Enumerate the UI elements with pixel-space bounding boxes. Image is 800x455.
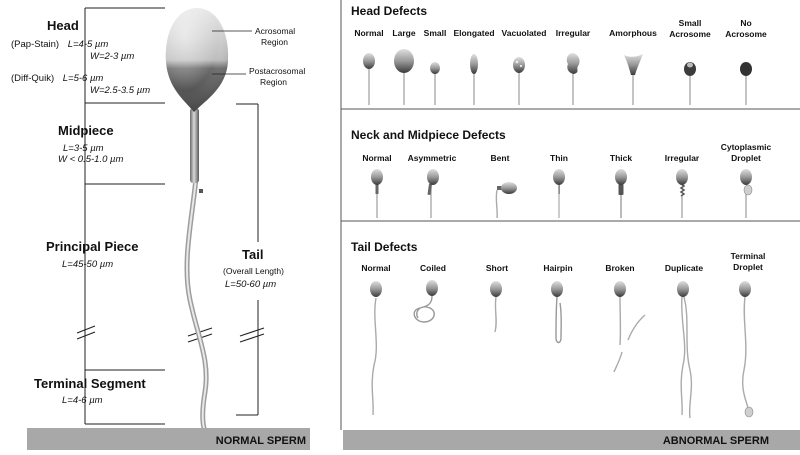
head-large-sperm xyxy=(394,49,414,105)
neck-label-1-0: Asymmetric xyxy=(408,153,457,163)
abnormal-sperm-banner xyxy=(343,430,800,450)
head-label-3-0: Elongated xyxy=(453,28,494,38)
head-small-acrosome-sperm xyxy=(684,62,696,105)
neck-midpiece-defects-title: Neck and Midpiece Defects xyxy=(351,128,506,142)
diff-quik-line: (Diff-Quik) L=5-6 µm xyxy=(11,73,103,84)
normal-sperm-panel: Head (Pap-Stain) L=4-5 µm W=2-3 µm (Diff… xyxy=(11,7,310,450)
postacrosomal-region-label: Postacrosomal xyxy=(249,66,305,76)
head-small-sperm xyxy=(430,62,440,105)
tail-broken-sperm xyxy=(613,281,646,373)
tail-normal-sperm xyxy=(370,281,382,416)
tail-label-4-0: Broken xyxy=(605,263,634,273)
head-label-8-1: Acrosome xyxy=(725,29,767,39)
neck-defect-labels: Normal Asymmetric Bent Thin Thick Irregular Cy… xyxy=(362,142,771,163)
postacrosomal-region-label-2: Region xyxy=(260,77,287,87)
tail-label-0-0: Normal xyxy=(361,263,390,273)
tail-label-6-0: Terminal xyxy=(731,251,766,261)
neck-label-2-0: Bent xyxy=(491,153,510,163)
neck-label-5-0: Irregular xyxy=(665,153,700,163)
tail-label-1-0: Coiled xyxy=(420,263,446,273)
head-amorphous-sperm xyxy=(624,54,643,105)
neck-label-6-0: Cytoplasmic xyxy=(721,142,772,152)
neck-thick-sperm xyxy=(615,169,627,218)
tail-label-2-0: Short xyxy=(486,263,508,273)
tail-label-3-0: Hairpin xyxy=(543,263,572,273)
midpiece-title: Midpiece xyxy=(58,123,114,138)
normal-sperm-banner-text: NORMAL SPERM xyxy=(216,435,306,447)
principal-piece-length: L=45-50 µm xyxy=(62,259,113,270)
normal-sperm-illustration xyxy=(165,8,229,431)
tail-short-sperm xyxy=(490,281,502,333)
normal-sperm-banner xyxy=(27,428,310,450)
diff-width: W=2.5-3.5 µm xyxy=(90,85,150,96)
midpiece-length: L=3-5 µm xyxy=(63,143,104,154)
neck-normal-sperm xyxy=(371,169,383,218)
head-title: Head xyxy=(47,18,79,33)
neck-bent-sperm xyxy=(495,182,517,219)
neck-cytoplasmic-droplet-sperm xyxy=(740,169,753,218)
neck-label-6-1: Droplet xyxy=(731,153,761,163)
principal-piece-title: Principal Piece xyxy=(46,239,139,254)
neck-irregular-sperm xyxy=(676,169,688,218)
tail-length: L=50-60 µm xyxy=(225,279,276,290)
tail-terminal-droplet-sperm xyxy=(739,281,754,418)
tail-defect-illustrations xyxy=(370,280,754,419)
pap-stain-line: (Pap-Stain) L=4-5 µm xyxy=(11,39,108,50)
head-defects-title: Head Defects xyxy=(351,4,427,18)
tail-coiled-sperm xyxy=(413,280,438,323)
pap-stain-label: (Pap-Stain) xyxy=(11,39,59,50)
tail-defects-title: Tail Defects xyxy=(351,240,418,254)
neck-defect-illustrations xyxy=(371,169,753,219)
region-pointer-lines xyxy=(212,30,252,75)
head-label-7-0: Small xyxy=(679,18,702,28)
head-elongated-sperm xyxy=(470,54,478,105)
tail-title: Tail xyxy=(242,247,263,262)
head-label-5-0: Irregular xyxy=(556,28,591,38)
abnormal-sperm-panel: Head Defects Neck and Midpiece Defects T… xyxy=(340,0,800,450)
tail-duplicate-sperm xyxy=(677,281,693,419)
midpiece-width: W < 0.5-1.0 µm xyxy=(58,154,123,165)
acrosomal-region-label-2: Region xyxy=(261,37,288,47)
diff-length: L=5-6 µm xyxy=(63,73,104,84)
tail-subtitle: (Overall Length) xyxy=(223,266,284,276)
head-vacuolated-sperm xyxy=(513,57,525,105)
head-label-7-1: Acrosome xyxy=(669,29,711,39)
head-label-0-0: Normal xyxy=(354,28,383,38)
tail-label-5-0: Duplicate xyxy=(665,263,704,273)
diff-quik-label: (Diff-Quik) xyxy=(11,73,54,84)
head-label-1-0: Large xyxy=(392,28,415,38)
head-label-2-0: Small xyxy=(424,28,447,38)
tail-hairpin-sperm xyxy=(551,281,563,344)
head-label-6-0: Amorphous xyxy=(609,28,657,38)
neck-label-3-0: Thin xyxy=(550,153,568,163)
abnormal-sperm-banner-text: ABNORMAL SPERM xyxy=(663,435,769,447)
length-break-marks xyxy=(76,325,265,343)
neck-label-4-0: Thick xyxy=(610,153,632,163)
normal-bracket-lines xyxy=(84,7,259,425)
tail-defect-labels: Normal Coiled Short Hairpin Broken Duplicate T… xyxy=(361,251,765,273)
pap-length: L=4-5 µm xyxy=(68,39,109,50)
neck-asymmetric-sperm xyxy=(427,169,439,218)
head-no-acrosome-sperm xyxy=(740,62,752,105)
head-label-8-0: No xyxy=(740,18,751,28)
neck-label-0-0: Normal xyxy=(362,153,391,163)
pap-width: W=2-3 µm xyxy=(90,51,134,62)
head-label-4-0: Vacuolated xyxy=(502,28,547,38)
head-irregular-sperm xyxy=(566,53,580,105)
head-normal-sperm xyxy=(363,53,375,105)
acrosomal-region-label: Acrosomal xyxy=(255,26,295,36)
tail-label-6-1: Droplet xyxy=(733,262,763,272)
terminal-segment-length: L=4-6 µm xyxy=(62,395,103,406)
terminal-segment-title: Terminal Segment xyxy=(34,376,146,391)
head-defect-illustrations xyxy=(363,49,752,105)
neck-thin-sperm xyxy=(553,169,565,218)
